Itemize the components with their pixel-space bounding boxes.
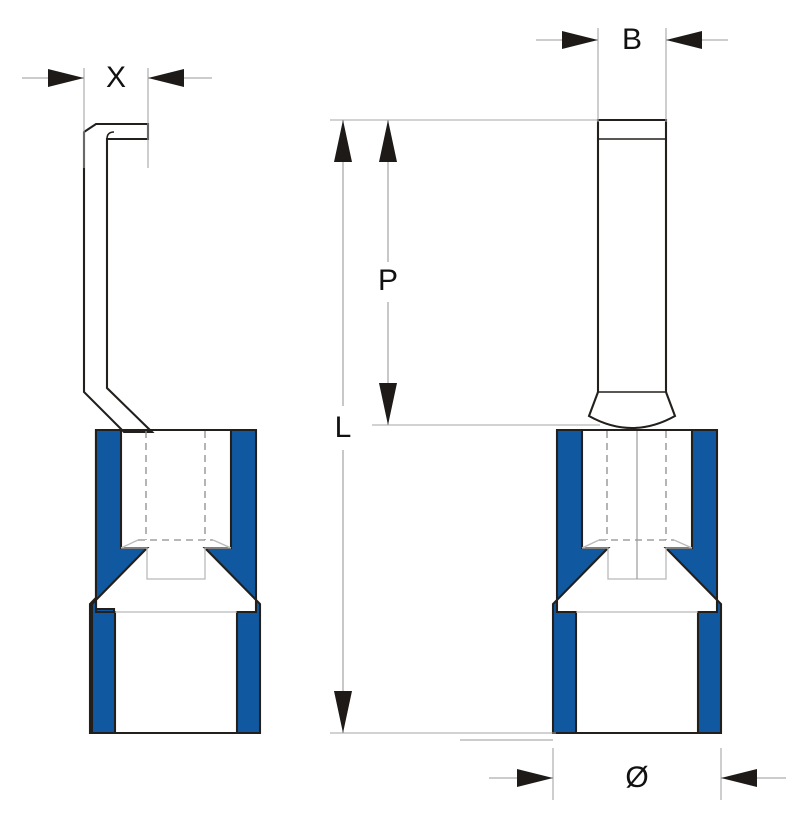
dim-b-arrow-left: [562, 31, 598, 49]
dim-x-arrow-left: [48, 69, 84, 87]
dim-l-arrow-top: [334, 120, 352, 162]
dim-b-arrow-right: [666, 31, 702, 49]
dimension-diameter: Ø: [460, 739, 786, 800]
right-insulation-sleeve: [551, 428, 723, 735]
dim-d-label: Ø: [625, 761, 648, 794]
dim-p-label: P: [378, 264, 398, 297]
left-crimp-shoulder: [121, 547, 231, 580]
dim-b-label: B: [622, 23, 642, 56]
dimension-p: P: [330, 119, 600, 426]
dim-x-arrow-right: [148, 69, 184, 87]
dim-p-arrow-top: [379, 120, 397, 162]
dim-d-arrow-right: [721, 769, 757, 787]
right-insulation-left-wall: [551, 428, 611, 735]
dim-p-arrow-bottom: [379, 383, 397, 425]
right-pin-profile: [587, 118, 677, 430]
right-view: [551, 118, 723, 735]
dimension-x: X: [22, 61, 212, 168]
left-wire-profile: [82, 122, 155, 434]
right-flat-pin: [587, 118, 677, 430]
left-insulation-right-wall: [202, 428, 262, 735]
right-bore-chamfer-left: [581, 539, 600, 549]
dimension-l: L: [330, 119, 560, 734]
dim-l-arrow-bottom: [334, 691, 352, 733]
right-insulation-right-wall: [663, 428, 723, 735]
right-metal-barrel: [557, 428, 717, 735]
left-bore-chamfer-left: [120, 539, 139, 549]
left-wire-inner-radius: [106, 131, 115, 140]
dimension-b: B: [536, 23, 728, 122]
dim-x-label: X: [106, 61, 126, 94]
left-insulation-sleeve: [88, 428, 262, 735]
left-insulation-left-wall: [90, 428, 150, 735]
right-bore-chamfer-right: [673, 539, 693, 549]
left-bore-chamfer-right: [212, 539, 232, 549]
dim-l-label: L: [335, 411, 352, 444]
left-bent-wire-tab: [82, 122, 155, 434]
left-metal-barrel: [96, 428, 256, 735]
left-view: [82, 122, 262, 735]
dim-d-arrow-left: [517, 769, 553, 787]
